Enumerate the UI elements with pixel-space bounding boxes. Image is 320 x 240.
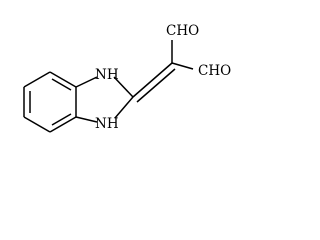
exo-bond-outer xyxy=(132,62,173,98)
imidazole-ring xyxy=(75,76,134,123)
n3-c3a-bond xyxy=(75,116,98,123)
exocyclic-double-bond xyxy=(132,62,176,103)
benzene-ring xyxy=(23,71,77,133)
c2-n3-bond xyxy=(114,96,134,119)
benzene-bond-3 xyxy=(49,116,77,133)
benzene-bond-1 xyxy=(49,71,77,88)
nh-label-bottom: NH xyxy=(95,116,119,132)
exo-bond-inner xyxy=(136,68,176,103)
benzene-double-bond-1 xyxy=(51,78,72,91)
n1-c2-bond xyxy=(113,76,134,98)
c7a-n1-bond xyxy=(75,76,98,88)
benzene-bond-6 xyxy=(23,71,51,88)
cho-label-top: CHO xyxy=(166,23,199,39)
nh-label-top: NH xyxy=(95,67,119,83)
benzene-bond-4 xyxy=(23,116,51,133)
benzene-double-bond-2 xyxy=(51,113,72,126)
c-cho-bottom-bond xyxy=(171,62,194,70)
cho-label-bottom: CHO xyxy=(198,63,231,79)
molecule-structure: NH NH CHO CHO xyxy=(23,23,231,133)
